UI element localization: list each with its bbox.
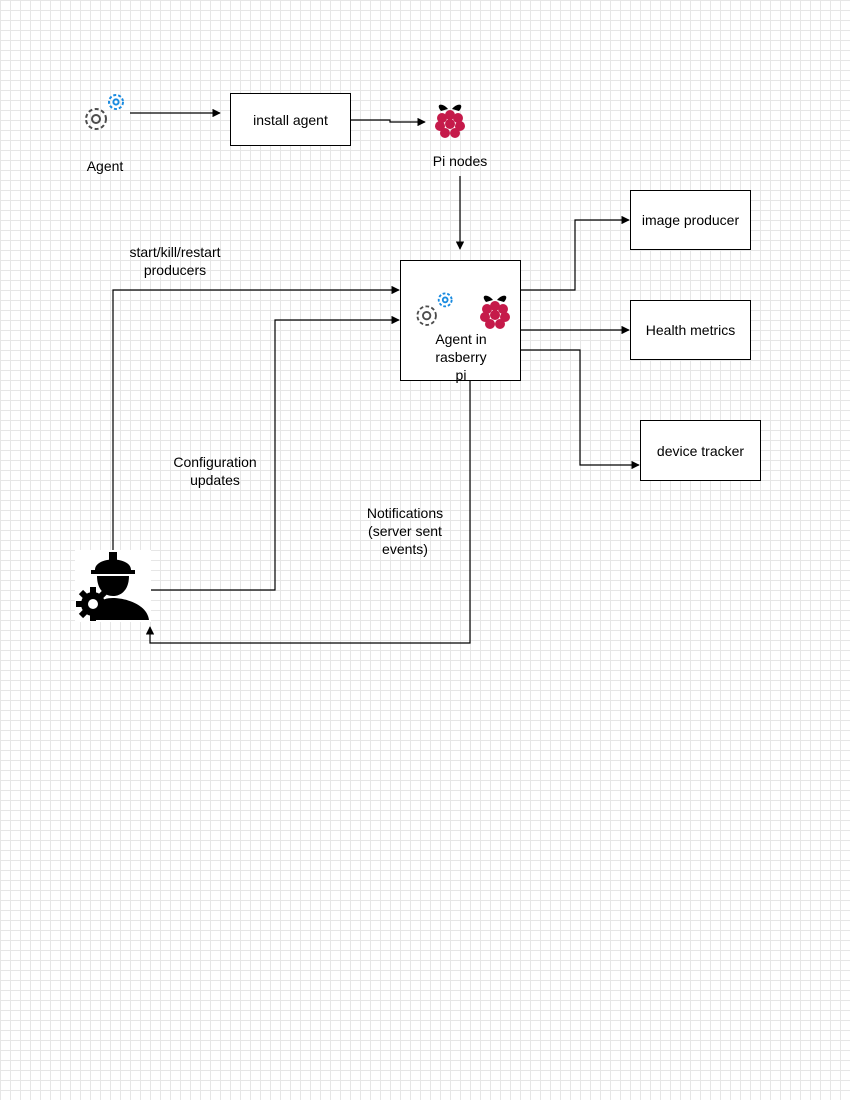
edge-start-kill-restart (112, 285, 400, 550)
gears-icon (416, 292, 453, 326)
install-agent-box[interactable]: install agent (230, 93, 351, 146)
agent-in-pi-label: Agent in rasberry pi (435, 331, 487, 383)
edge-to-image-producer (521, 215, 630, 291)
device-tracker-box[interactable]: device tracker (640, 420, 761, 481)
image-producer-box[interactable]: image producer (630, 190, 751, 250)
device-tracker-label: device tracker (656, 442, 745, 459)
raspberry-pi-icon (480, 295, 510, 329)
edge-install-to-pi (351, 117, 426, 127)
edge-configuration-updates (150, 315, 400, 591)
agent-in-pi-box[interactable]: Agent in rasberry pi (400, 260, 521, 383)
health-metrics-box[interactable]: Health metrics (630, 300, 751, 360)
health-metrics-label: Health metrics (645, 322, 736, 338)
edge-notifications (145, 381, 471, 644)
start-kill-restart-label: start/kill/restart producers (129, 244, 221, 278)
notifications-label: Notifications (server sent events) (366, 505, 444, 557)
operator-with-gear-icon (75, 550, 151, 622)
install-agent-label: install agent (253, 111, 328, 128)
image-producer-label: image producer (641, 212, 740, 228)
gears-icon (85, 94, 124, 130)
raspberry-pi-icon (435, 104, 465, 138)
configuration-updates-label: Configuration updates (173, 454, 257, 488)
edge-to-device-tracker (521, 349, 640, 470)
agent-label: Agent (86, 158, 124, 174)
pi-nodes-label: Pi nodes (432, 153, 488, 169)
